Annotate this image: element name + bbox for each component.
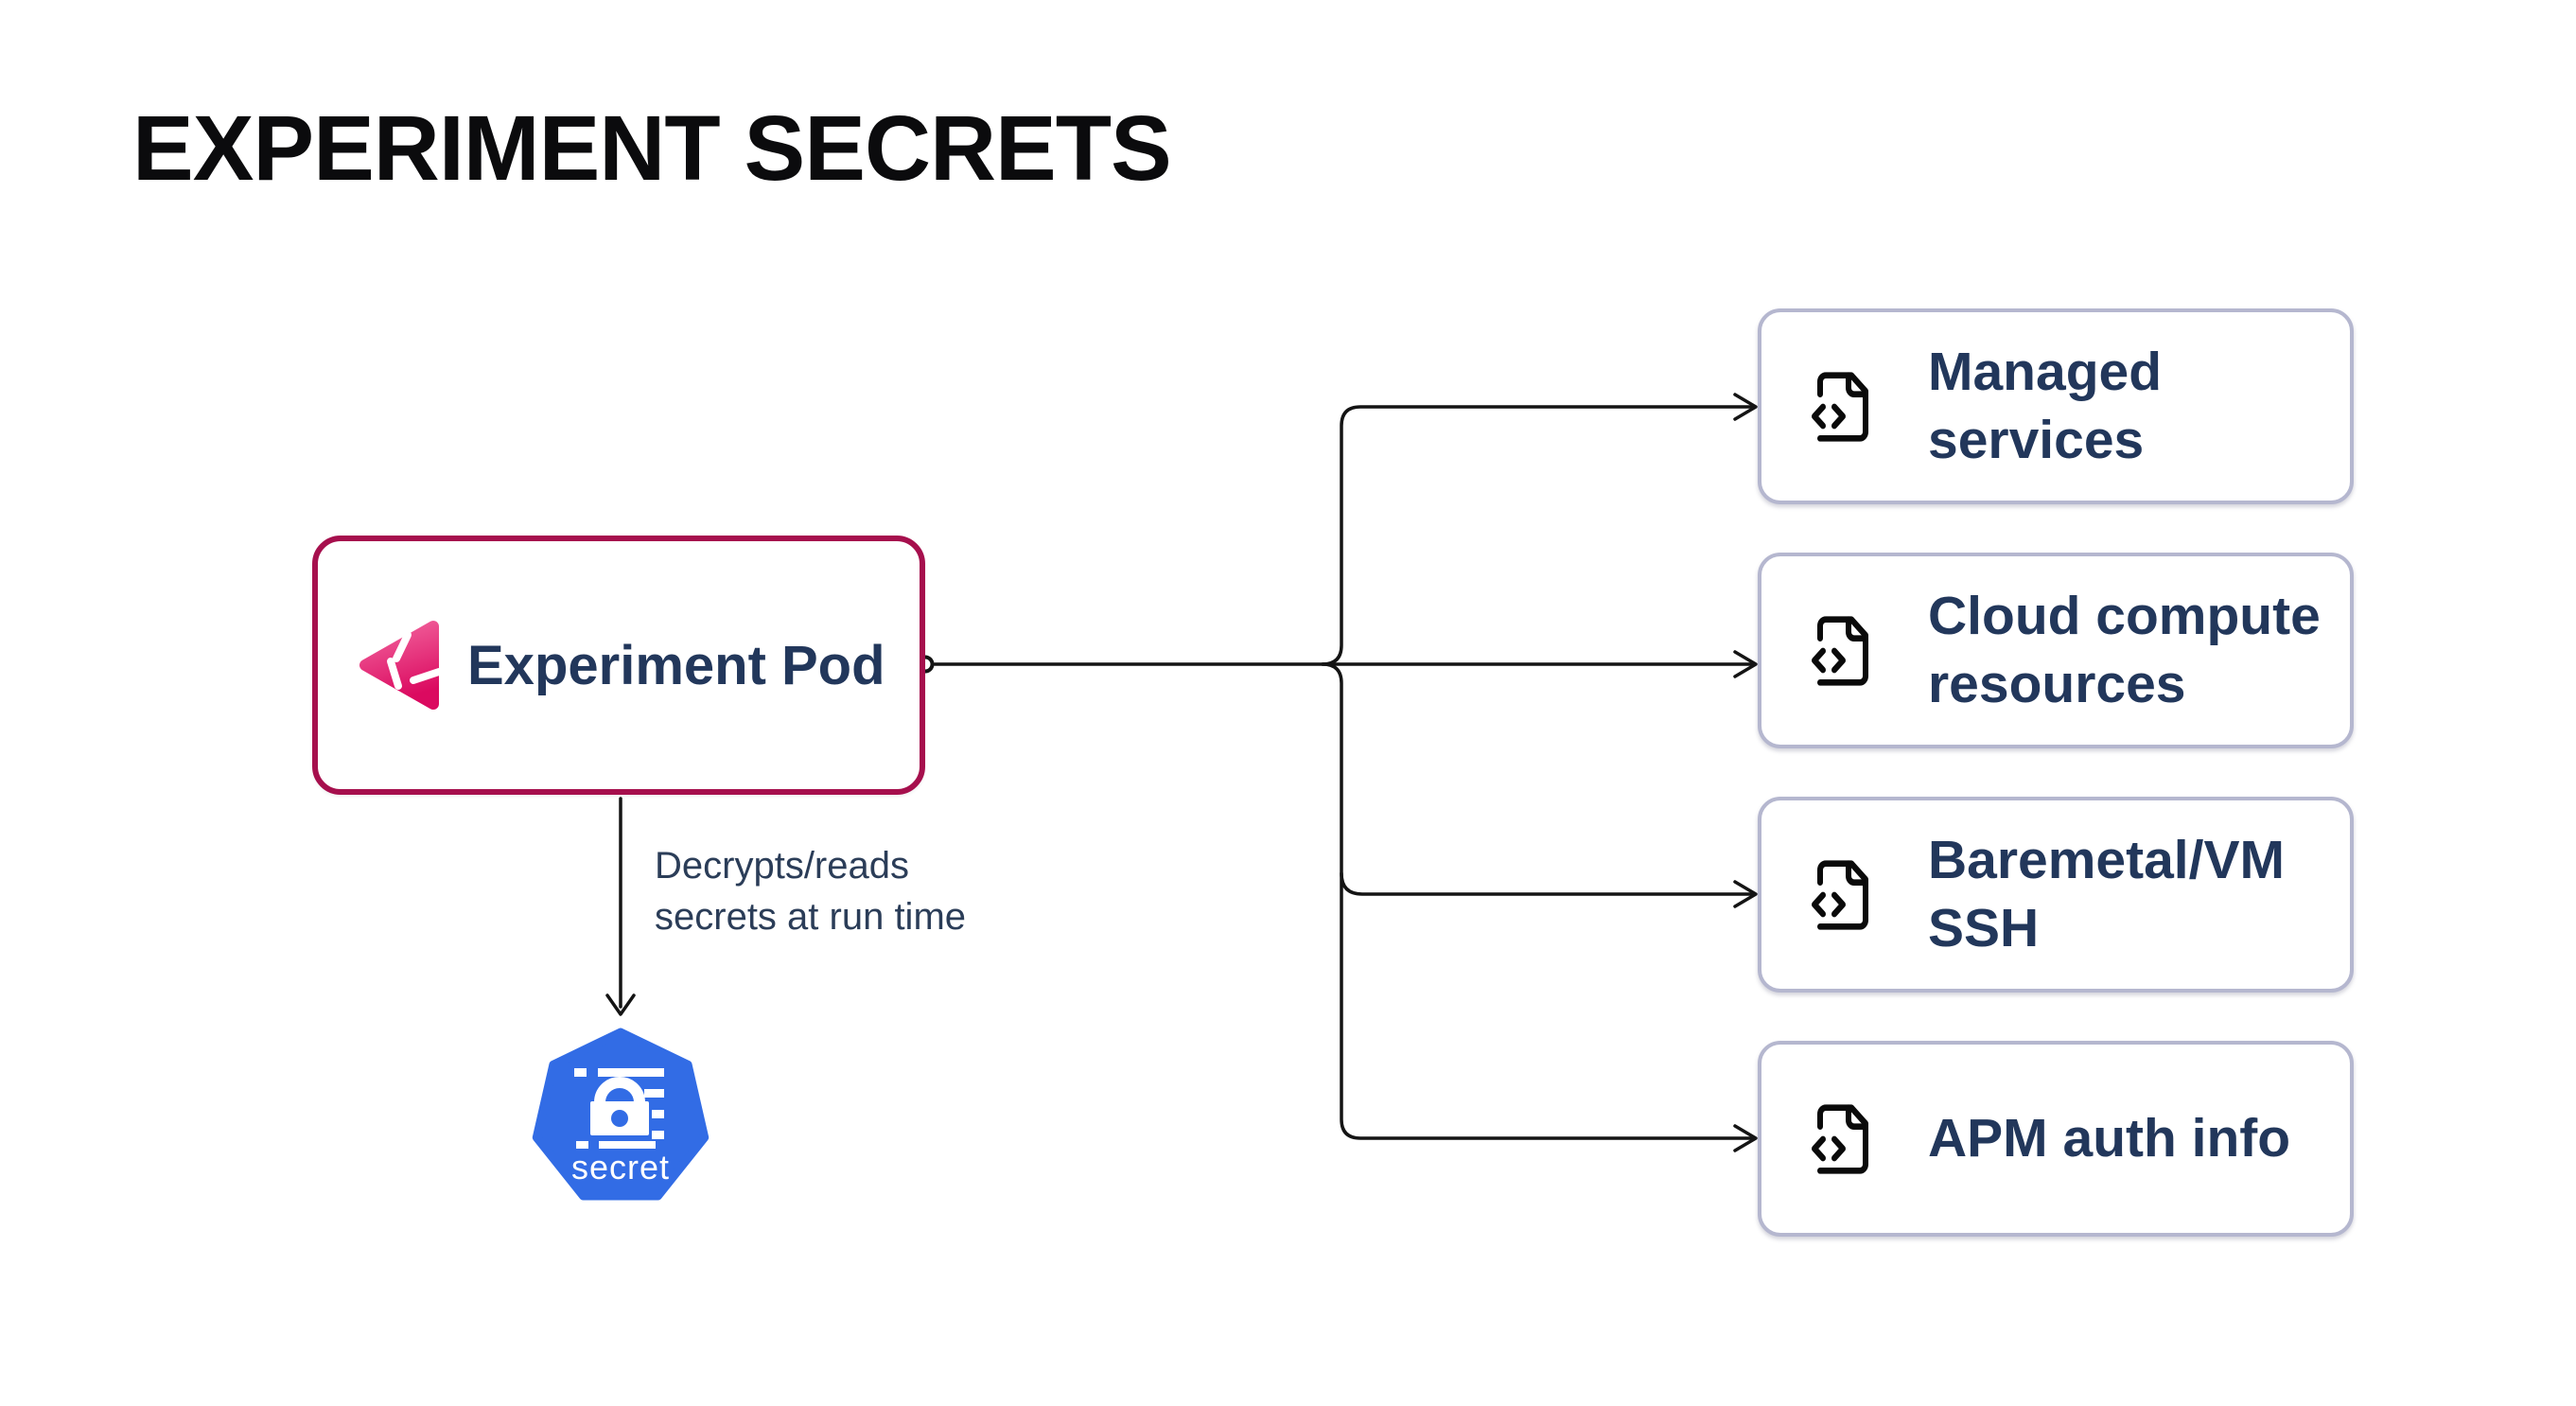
- arrowhead-apm-auth: [1733, 1124, 1758, 1152]
- target-box-cloud-compute: Cloud compute resources: [1758, 553, 2354, 748]
- target-label-managed-services: Managed services: [1928, 339, 2162, 475]
- label-line: Managed: [1928, 341, 2163, 402]
- label-line: resources: [1928, 653, 2186, 714]
- target-box-managed-services: Managed services: [1758, 308, 2354, 504]
- kubernetes-secret-icon: secret: [532, 1028, 710, 1201]
- edge-pod-to-apm-auth: [1321, 662, 1754, 1140]
- label-line: Baremetal/VM: [1928, 829, 2285, 890]
- experiment-pod-node: Experiment Pod: [312, 536, 925, 795]
- secret-lock-glyph: [574, 1068, 664, 1149]
- label-line: services: [1928, 409, 2145, 470]
- file-code-icon: [1812, 371, 1868, 442]
- edge-annotation-line2: secrets at run time: [655, 896, 967, 938]
- edge-annotation-line1: Decrypts/reads: [655, 845, 909, 887]
- file-code-icon: [1812, 859, 1868, 930]
- litmus-experiment-icon: [359, 621, 443, 710]
- target-label-baremetal-ssh: Baremetal/VM SSH: [1928, 827, 2285, 963]
- target-label-apm-auth-info: APM auth info: [1928, 1105, 2290, 1173]
- label-line: APM auth info: [1928, 1107, 2291, 1169]
- page-title: EXPERIMENT SECRETS: [132, 97, 1172, 200]
- arrowhead-secret: [605, 993, 636, 1016]
- label-line: Cloud compute: [1928, 585, 2321, 646]
- arrowhead-managed-services: [1733, 393, 1758, 421]
- arrowhead-baremetal-ssh: [1733, 880, 1758, 908]
- label-line: SSH: [1928, 897, 2040, 958]
- target-box-apm-auth-info: APM auth info: [1758, 1041, 2354, 1237]
- file-code-icon: [1812, 615, 1868, 686]
- edge-annotation: Decrypts/reads secrets at run time: [655, 840, 966, 942]
- experiment-pod-label: Experiment Pod: [467, 634, 885, 696]
- edge-pod-to-baremetal-ssh: [1340, 871, 1754, 896]
- file-code-icon: [1812, 1103, 1868, 1174]
- secret-node-label: secret: [571, 1148, 670, 1186]
- target-label-cloud-compute: Cloud compute resources: [1928, 583, 2321, 719]
- target-box-baremetal-ssh: Baremetal/VM SSH: [1758, 797, 2354, 993]
- arrowhead-cloud-compute: [1733, 650, 1758, 678]
- edge-pod-to-managed-services: [1321, 405, 1754, 666]
